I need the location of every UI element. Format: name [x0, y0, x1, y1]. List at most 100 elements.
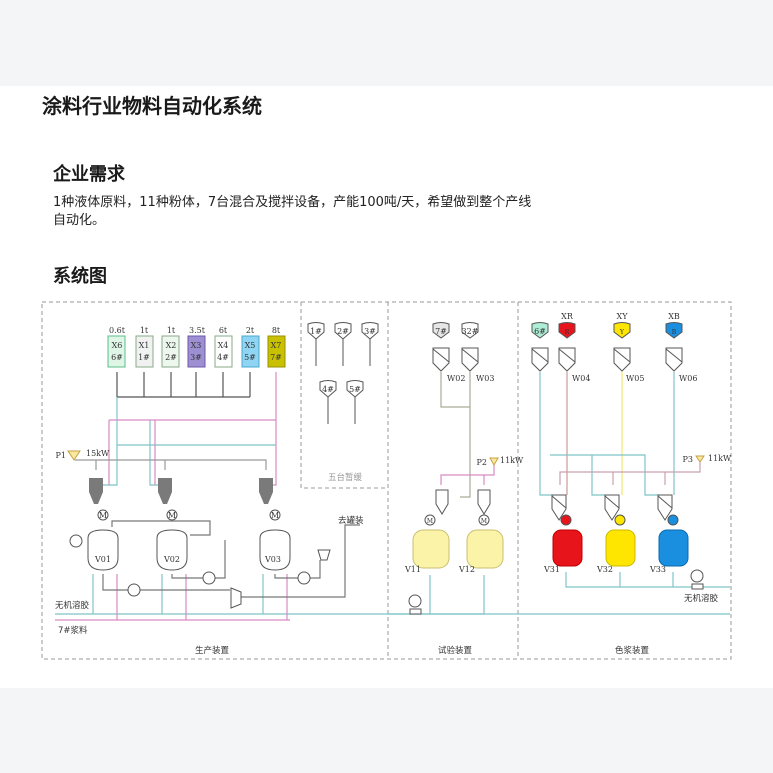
diagram-label: 32# [462, 327, 479, 336]
diagram-label: X3 [191, 341, 202, 350]
diagram-shape [202, 571, 216, 585]
diagram-shape [166, 509, 178, 521]
diagram-shape [241, 335, 260, 368]
diagram-label: 8t [272, 326, 281, 335]
diagram-shape [69, 534, 83, 548]
diagram-label: Y [619, 329, 625, 336]
diagram-label: M [271, 511, 279, 520]
diagram-label: 1t [140, 326, 149, 335]
diagram-shape [100, 397, 118, 486]
vessel-v11-label: V11 [404, 565, 421, 574]
diagram-shape: 1# 2# 3# 4# 5# [310, 327, 376, 394]
diagram-shape [102, 574, 230, 591]
diagram-shape [657, 495, 673, 509]
diagram-shape [613, 348, 631, 363]
vessel-v32-label: V32 [596, 565, 613, 574]
diagram-shape [477, 489, 491, 515]
trial-section-label: 试验装置 [438, 645, 473, 656]
scale-w04-label: W04 [572, 374, 590, 383]
diagram-shape [87, 529, 119, 571]
diagram-shape [565, 572, 730, 588]
diagram-shape [551, 494, 567, 521]
reactors [69, 509, 331, 609]
reactor-v01-label: V01 [94, 555, 111, 564]
diagram-label: M [168, 511, 176, 520]
diagram-label: 7# [270, 353, 282, 362]
diagram-label: 2t [246, 326, 255, 335]
diagram-label: 6# [534, 327, 546, 336]
diagram-shape [41, 301, 732, 660]
diagram-shape [531, 348, 549, 363]
requirements-text: 1种液体原料，11种粉体，7台混合及搅拌设备，产能100吨/天，希望做到整个产线… [53, 195, 532, 228]
scale-w06-label: W06 [679, 374, 697, 383]
diagram-label: X1 [139, 341, 150, 350]
diagram-label: P1 [56, 451, 66, 460]
diagram-label: X5 [245, 341, 256, 350]
diagram-shape [158, 478, 172, 504]
diagram-label: 2# [165, 353, 177, 362]
diagram-shape [665, 348, 683, 363]
diagram-shape [408, 594, 422, 608]
diagram-label: 2# [337, 327, 349, 336]
diagram-shape [667, 514, 679, 526]
diagram-shape [171, 540, 226, 579]
diagram-shape [604, 494, 620, 521]
requirements-heading: 企业需求 [53, 164, 125, 185]
diagram-label: M [99, 511, 107, 520]
diagram-label: 3# [364, 327, 376, 336]
scale-w05 [613, 347, 631, 372]
diagram-label: 1# [310, 327, 322, 336]
diagram-shape [550, 454, 660, 496]
diagram-shape [440, 372, 470, 408]
diagram-shape: M M M [99, 511, 279, 520]
diagram-shape: 7# 32# M M [427, 327, 487, 525]
diagram-shape [187, 335, 206, 368]
scale-w06 [665, 347, 683, 372]
diagram-shape [478, 514, 490, 526]
diagram-label: B [672, 329, 677, 336]
diagram-shape [695, 455, 705, 463]
diagram-shape [240, 524, 360, 598]
paused-section-label: 五台暂缓 [328, 472, 363, 483]
diagram-label: 5# [244, 353, 256, 362]
diagram-label: 3# [190, 353, 202, 362]
diagram-shape [55, 372, 730, 621]
diagram-shape [135, 335, 154, 368]
pump-p2-label: P2 [477, 458, 487, 467]
reactor-v03-label: V03 [264, 555, 281, 564]
diagram-frame [41, 301, 732, 660]
page-title: 涂料行业物料自动化系统 [42, 94, 262, 118]
diagram-shape [259, 529, 291, 571]
diagram-label: 4# [322, 385, 334, 394]
slurry-line-label: 7#浆料 [58, 625, 88, 636]
diagram-label: 1t [167, 326, 176, 335]
vessel-v31 [552, 529, 583, 567]
diagram-shape [424, 514, 436, 526]
pump-p3-power: 11kW [708, 454, 732, 463]
diagram-shape [551, 495, 567, 509]
diagram-shape [539, 372, 730, 588]
diagram-shape [89, 478, 103, 504]
diagram-shape [531, 322, 705, 590]
scale-w04 [558, 347, 576, 372]
diagram-shape [161, 335, 180, 368]
diagram-label: 1# [138, 353, 150, 362]
diagram-label: M [427, 518, 433, 525]
vessel-v32 [605, 529, 636, 567]
diagram-shape [604, 495, 620, 509]
diagram-shape [531, 347, 549, 372]
diagram-shape [460, 372, 471, 498]
diagram-label: R [565, 329, 570, 336]
diagram-label: 7# [435, 327, 447, 336]
diagram-label: X7 [271, 341, 282, 350]
color-sol-label: 无机溶胶 [684, 593, 719, 604]
diagram-shape [156, 529, 188, 571]
vessel-v33-label: V33 [649, 565, 666, 574]
